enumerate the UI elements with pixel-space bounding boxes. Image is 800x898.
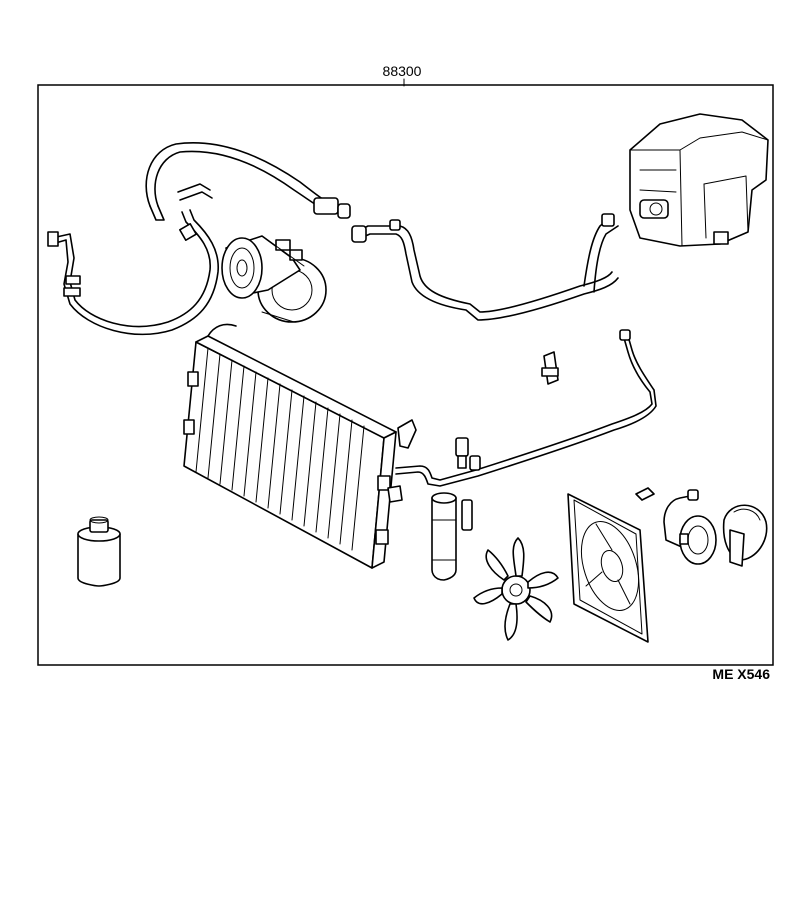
receiver-drier [431,492,473,581]
fan-motor [663,489,717,565]
condenser-bracket [387,419,417,503]
pressure-switch [455,437,469,469]
fan-cover [722,504,768,567]
discharge-hose [47,209,219,336]
cooling-fan [473,537,559,641]
compressor-oil-can [77,516,121,587]
condenser [183,323,397,569]
assembly-code-label: 88300 [383,63,422,79]
fan-shroud [567,493,649,643]
assembly-frame [37,84,774,666]
pipe-clamp [541,351,559,385]
suction-tube [351,213,619,321]
evaporator-unit [629,113,769,247]
small-fitting [635,487,655,501]
figure-code-label: ME X546 [712,666,770,682]
compressor [221,235,327,323]
liquid-tube [395,329,657,487]
suction-hose [145,142,351,221]
